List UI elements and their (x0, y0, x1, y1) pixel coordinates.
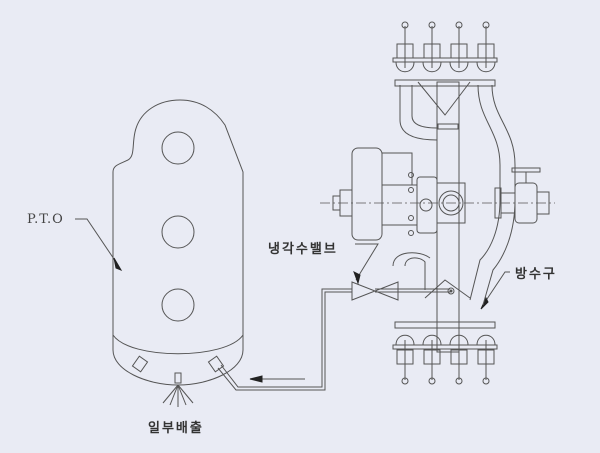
top-valve (449, 21, 469, 73)
pto-port-circle-bottom (161, 288, 195, 322)
pto-port-circle-middle (161, 215, 195, 249)
top-valve (395, 21, 415, 73)
cooling-valve-label: 냉각수밸브 (268, 242, 338, 257)
bottom-valve (395, 334, 415, 385)
discharge-port-leader (480, 271, 510, 310)
cooling-valve-leader (353, 243, 379, 285)
pump-assembly (332, 81, 550, 353)
bottom-valve (449, 334, 469, 385)
pto-tank (112, 99, 244, 407)
bottom-valve-bank (392, 321, 498, 385)
cooling-pipe (217, 288, 450, 391)
pto-port-circle-top (161, 131, 195, 165)
pto-label: P.T.O (27, 212, 64, 227)
spray-lines (162, 384, 194, 407)
top-valve (476, 21, 496, 73)
bottom-valve (422, 334, 442, 385)
cooling-valve-icon (351, 281, 455, 301)
discharge-port-label: 방수구 (515, 267, 557, 282)
pto-right-fitting (207, 355, 225, 373)
bottom-valve (476, 334, 496, 385)
flow-arrow-icon (249, 375, 263, 383)
pto-drain-nozzle (174, 372, 182, 384)
top-valve-bank (392, 21, 498, 87)
partial-discharge-label: 일부배출 (148, 421, 204, 436)
pto-leader (75, 218, 123, 272)
pto-left-fitting (131, 355, 149, 373)
motor-housing (351, 147, 383, 241)
top-valve (422, 21, 442, 73)
